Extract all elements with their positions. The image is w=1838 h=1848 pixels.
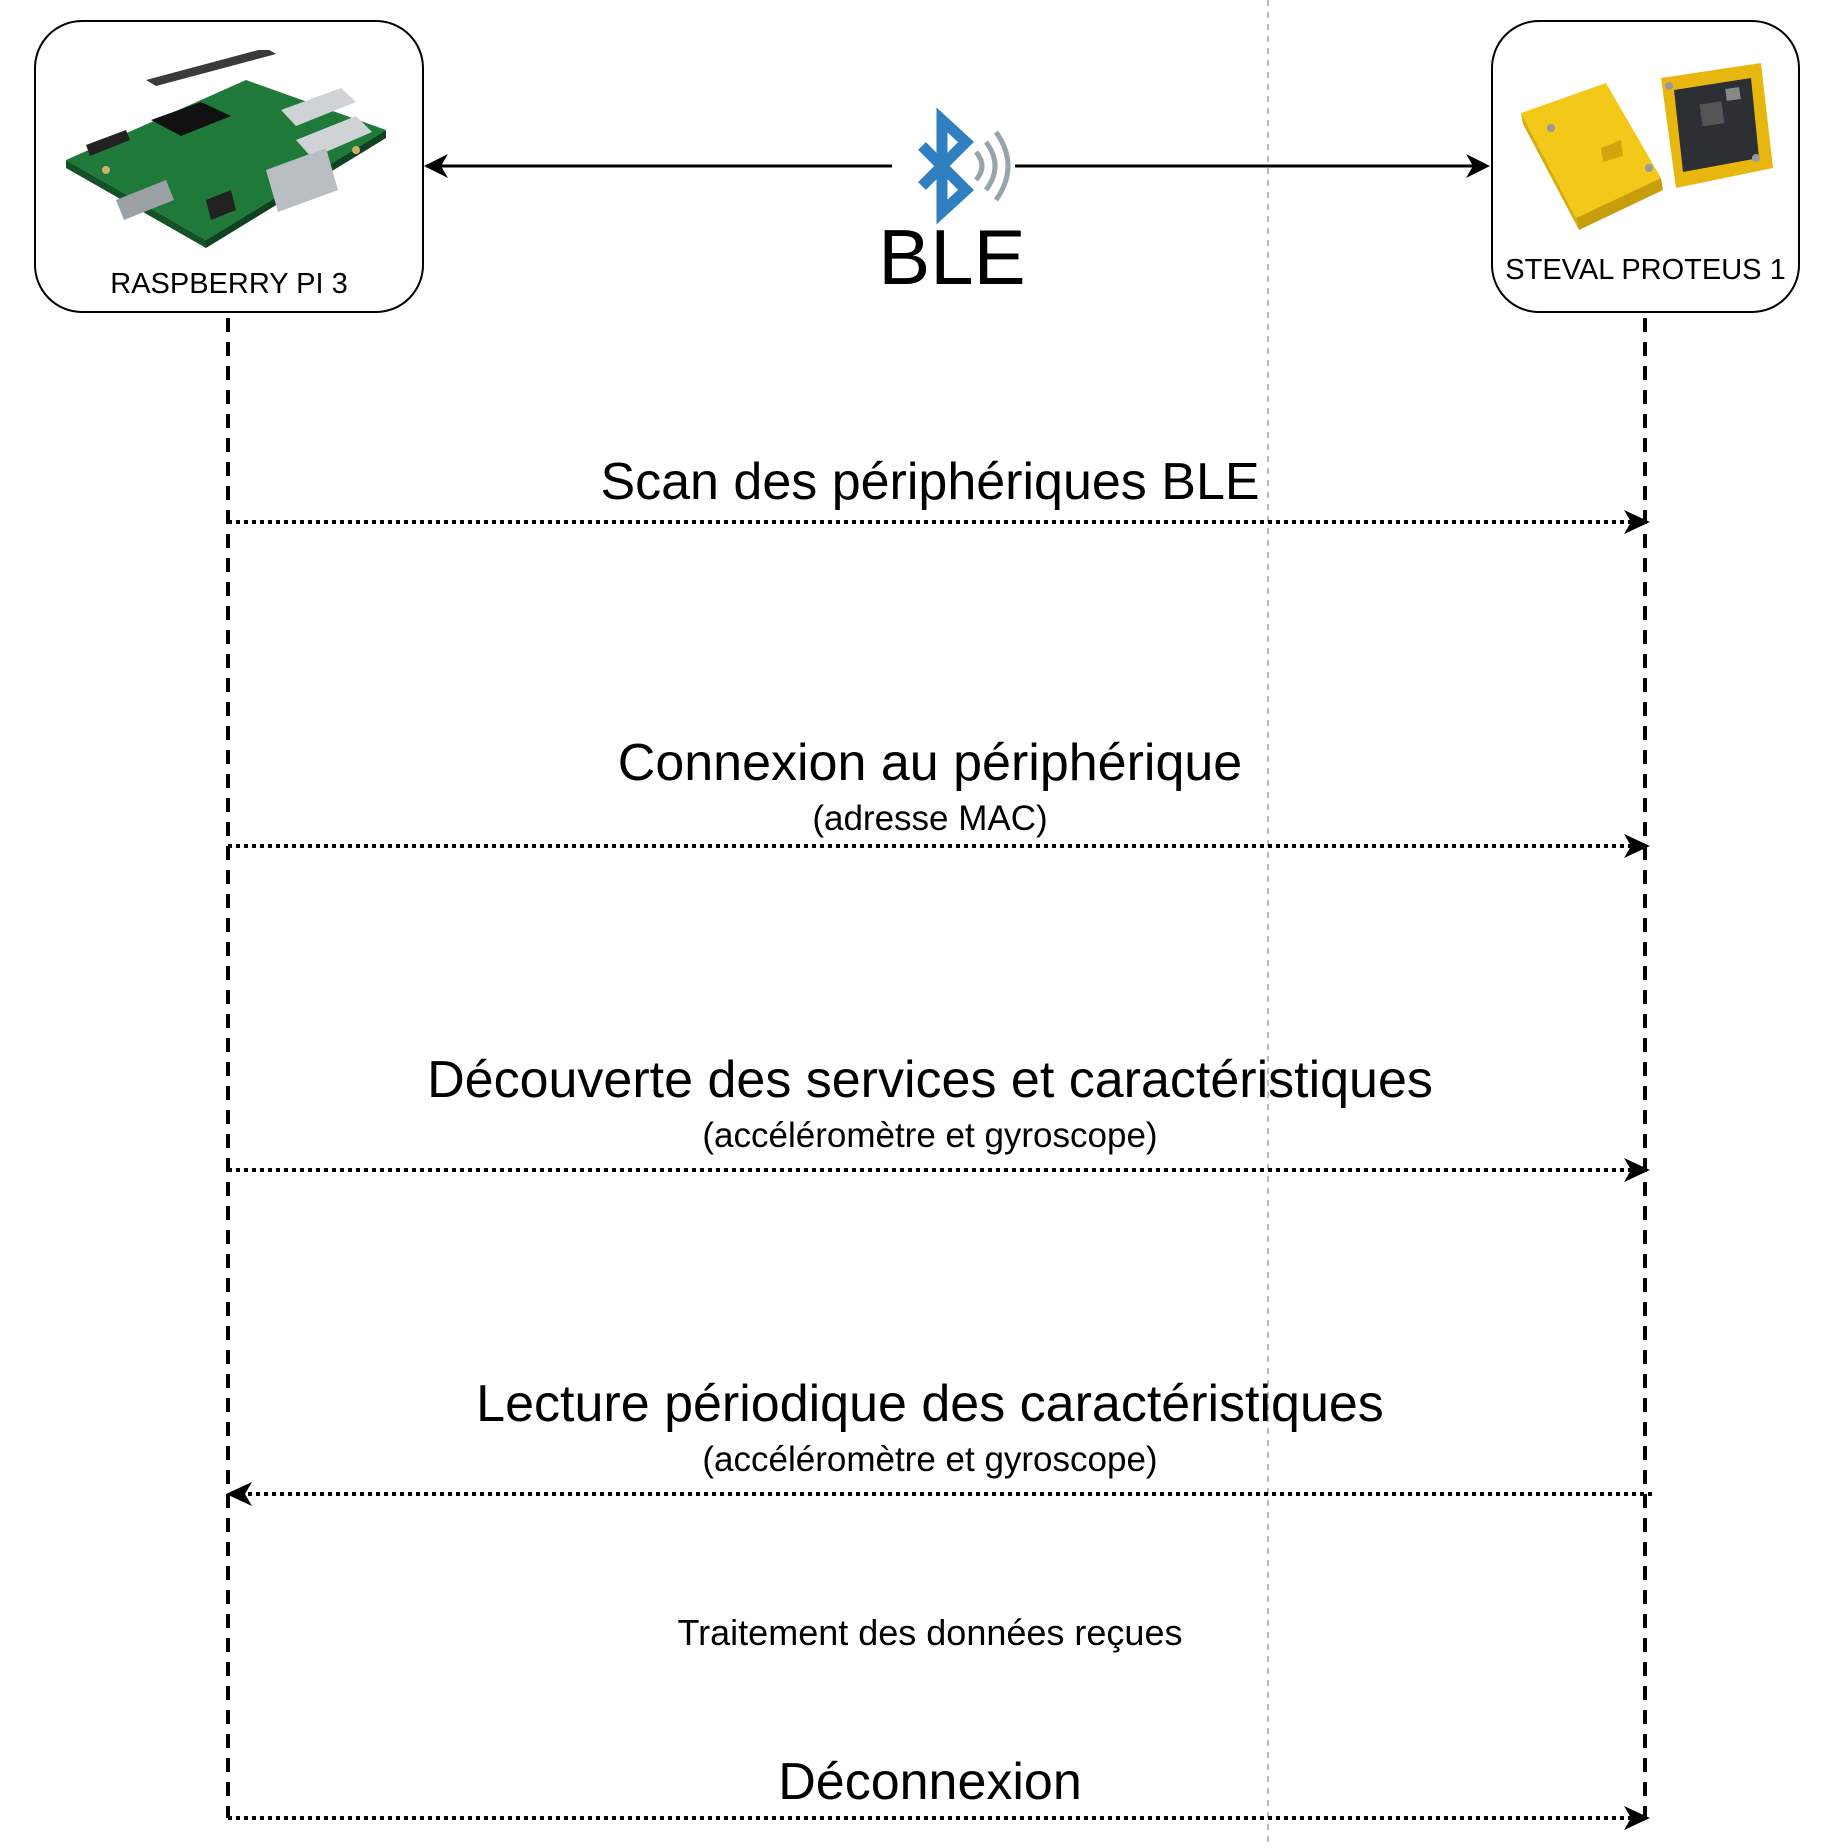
message-title: Traitement des données reçues	[677, 1612, 1183, 1653]
message-title: Connexion au périphérique	[617, 734, 1243, 792]
message-title: Scan des périphériques BLE	[600, 453, 1260, 511]
device-label-right: STEVAL PROTEUS 1	[1505, 254, 1786, 286]
message-title: Déconnexion	[778, 1753, 1082, 1811]
message-subtitle: (accéléromètre et gyroscope)	[702, 1116, 1158, 1155]
raspberry-pi-board-icon	[66, 50, 386, 248]
message-arrow-scan	[228, 510, 1650, 534]
message-arrow-disconnect	[228, 1806, 1650, 1830]
device-label-left: RASPBERRY PI 3	[110, 268, 348, 300]
message-arrow-connect	[228, 834, 1650, 858]
message-subtitle: (adresse MAC)	[812, 799, 1048, 838]
message-arrow-read	[226, 1482, 1652, 1506]
message-process: Traitement des données reçues	[220, 1615, 1640, 1651]
message-title: Découverte des services et caractéristiq…	[427, 1051, 1433, 1109]
message-scan: Scan des périphériques BLE	[220, 456, 1640, 508]
message-arrow-discover	[228, 1158, 1650, 1182]
device-box-raspberry-pi: RASPBERRY PI 3	[34, 20, 424, 313]
device-box-steval: STEVAL PROTEUS 1	[1491, 20, 1800, 313]
message-subtitle: (accéléromètre et gyroscope)	[702, 1440, 1158, 1479]
message-title: Lecture périodique des caractéristiques	[476, 1375, 1384, 1433]
message-connect: Connexion au périphérique (adresse MAC)	[220, 737, 1640, 836]
message-read: Lecture périodique des caractéristiques …	[220, 1378, 1640, 1477]
ble-link-arrowhead-left	[424, 154, 448, 178]
message-disconnect: Déconnexion	[220, 1756, 1640, 1808]
message-discover: Découverte des services et caractéristiq…	[220, 1054, 1640, 1153]
link-label: BLE	[878, 213, 1026, 301]
ble-link-arrowhead-right	[1466, 154, 1490, 178]
steval-proteus-device-icon	[1521, 63, 1773, 230]
bluetooth-signal-icon	[918, 107, 1011, 225]
